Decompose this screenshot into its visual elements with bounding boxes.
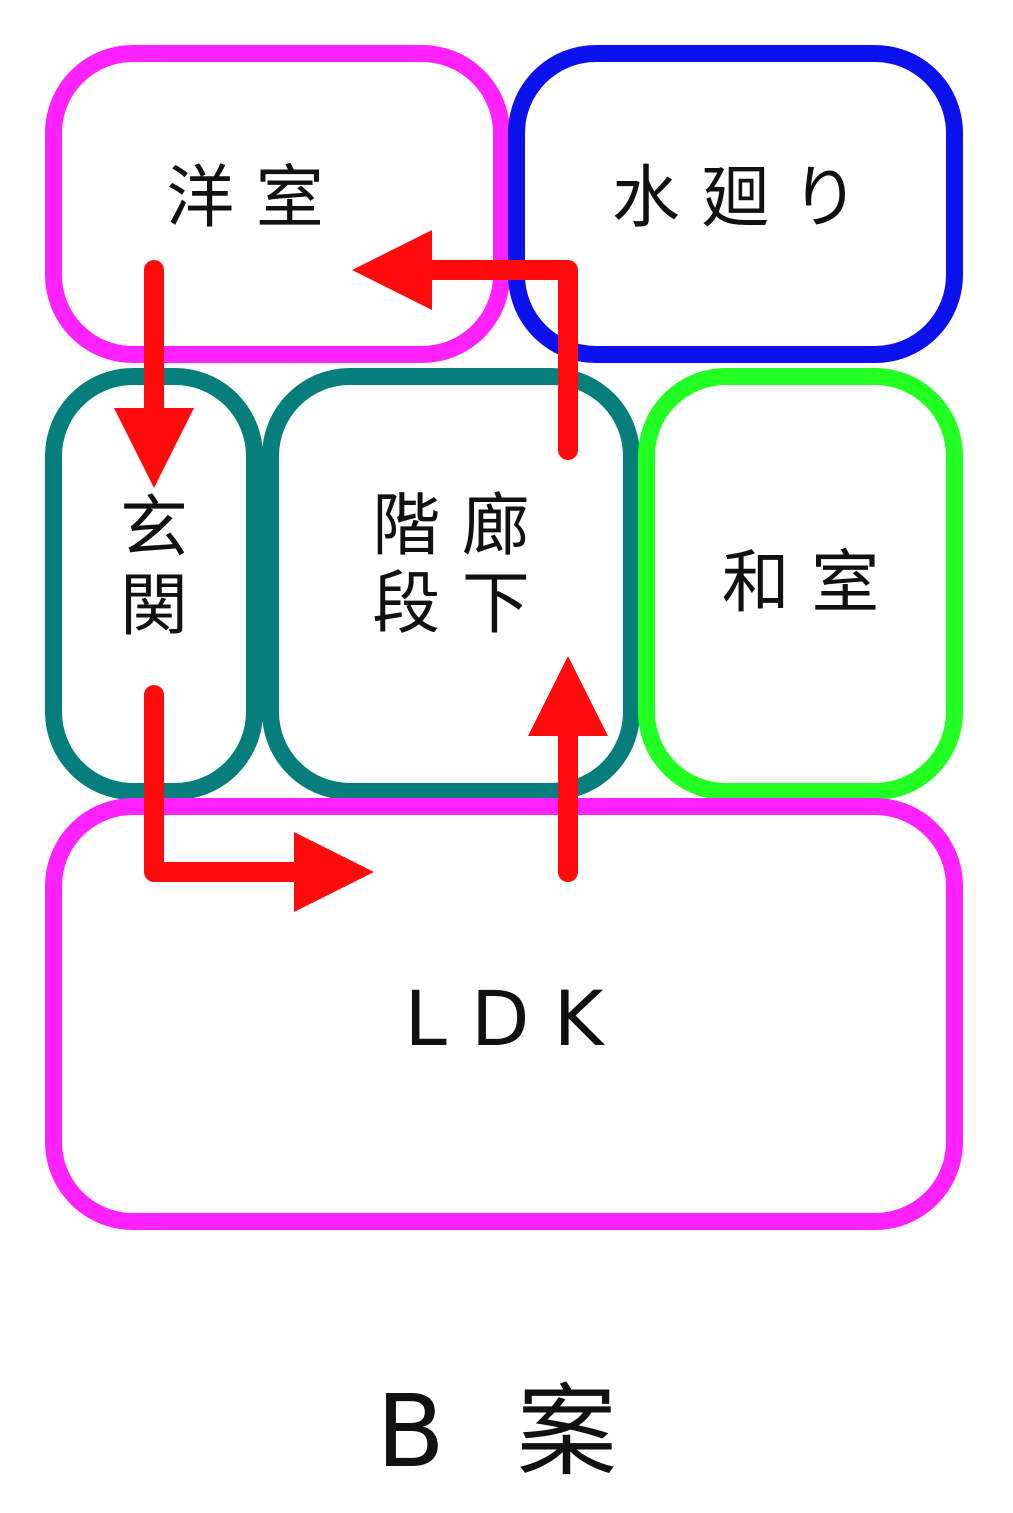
room-mizumawari-label: 水 廻 り [611,159,860,238]
plan-title: B 案 [376,1373,637,1490]
room-kaidan-rouka-label: 階 廊 段 下 [372,487,530,645]
room-ldk [45,798,963,1230]
room-youshitsu-label: 洋 室 [166,159,324,238]
room-washitsu-label: 和 室 [721,544,880,623]
room-washitsu [638,368,963,800]
room-genkan-label: 玄 関 [119,489,188,647]
room-ldk-label: L D K [404,974,604,1063]
